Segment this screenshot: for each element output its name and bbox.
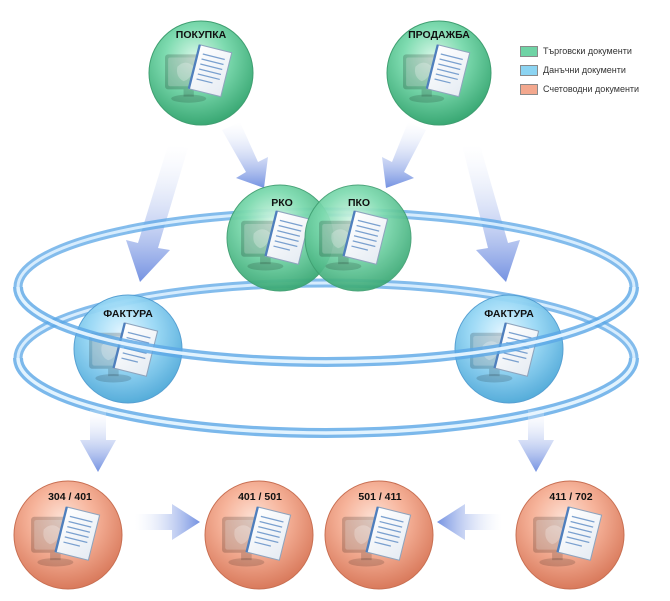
node-purchase: ПОКУПКА: [148, 20, 254, 126]
arrow-invoice-right-to-411-702: [518, 410, 554, 472]
legend-item-accounting: Счетоводни документи: [520, 80, 670, 98]
node-sale: ПРОДАЖБА: [386, 20, 492, 126]
node-pko-label: ПКО: [348, 197, 370, 209]
node-401-501: 401 / 501: [204, 480, 314, 590]
node-pko: ПКО: [304, 184, 412, 292]
legend-swatch-accounting: [520, 83, 538, 95]
node-501-411-label: 501 / 411: [358, 491, 401, 503]
node-304-401: 304 / 401: [13, 480, 123, 590]
legend-swatch-tax: [520, 64, 538, 76]
legend: Търговски документи Данъчни документи Сч…: [520, 42, 670, 99]
arrow-sale-to-invoice-right: [462, 145, 520, 282]
legend-swatch-trade: [520, 45, 538, 57]
arrow-304-401-to-401-501: [135, 504, 200, 540]
legend-label-accounting: Счетоводни документи: [543, 84, 640, 94]
node-sale-label: ПРОДАЖБА: [408, 29, 470, 41]
node-purchase-label: ПОКУПКА: [176, 29, 227, 41]
node-411-702-label: 411 / 702: [549, 491, 592, 503]
arrow-411-702-to-501-411: [437, 504, 502, 540]
arrow-invoice-left-to-304-401: [80, 410, 116, 472]
legend-item-trade: Търговски документи: [520, 42, 670, 60]
node-rko: РКО: [226, 184, 334, 292]
legend-label-trade: Търговски документи: [543, 46, 632, 56]
arrow-purchase-to-invoice-left: [126, 145, 188, 282]
node-401-501-label: 401 / 501: [238, 491, 282, 503]
node-rko-label: РКО: [271, 197, 293, 209]
node-304-401-label: 304 / 401: [48, 491, 92, 503]
node-invoice-right-label: ФАКТУРА: [484, 308, 534, 320]
legend-item-tax: Данъчни документи: [520, 61, 670, 79]
node-invoice-left-label: ФАКТУРА: [103, 308, 153, 320]
arrow-purchase-to-rko: [222, 122, 268, 188]
arrow-sale-to-pko: [382, 122, 426, 188]
node-501-411: 501 / 411: [324, 480, 434, 590]
node-411-702: 411 / 702: [515, 480, 625, 590]
ring-upper-front: [13, 286, 639, 367]
ring-lower-front: [13, 357, 639, 438]
legend-label-tax: Данъчни документи: [543, 65, 626, 75]
